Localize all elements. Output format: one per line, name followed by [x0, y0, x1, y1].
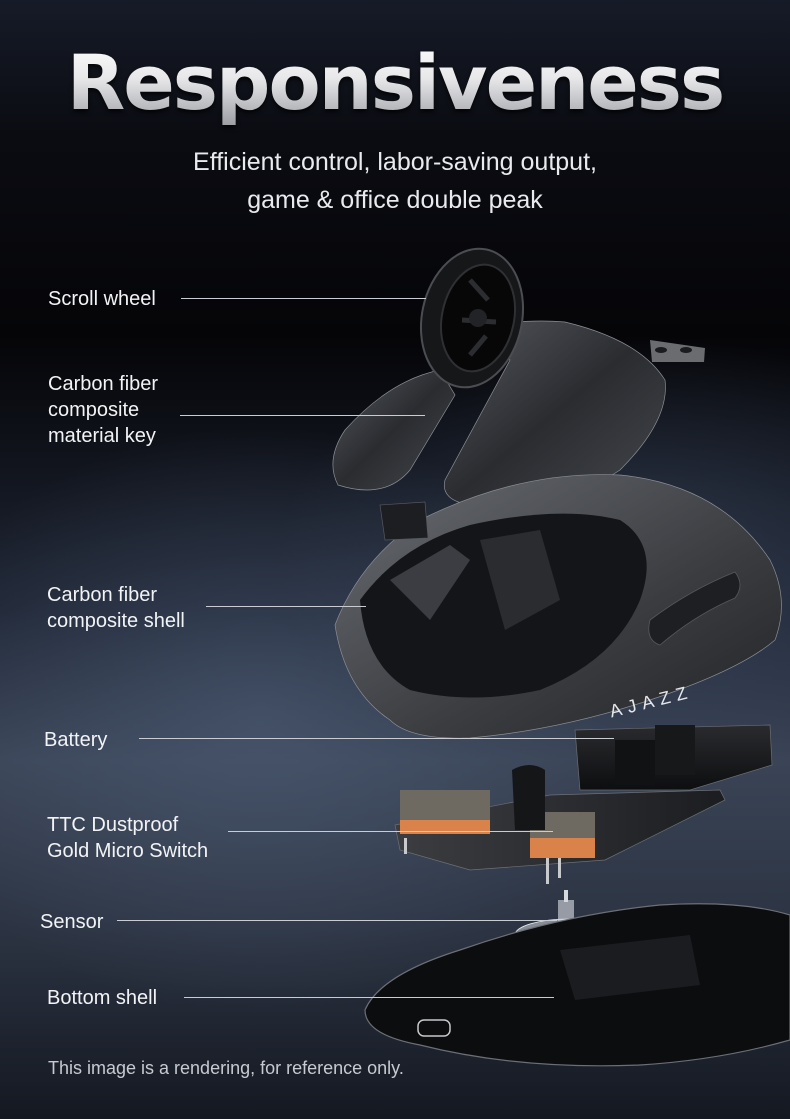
leader-line-battery	[139, 738, 614, 739]
scroll-wheel-part	[419, 247, 525, 389]
bottom-shell-part	[364, 903, 790, 1067]
battery-part	[574, 724, 773, 791]
callout-carbon-fiber-shell: Carbon fiber composite shell	[47, 584, 185, 632]
rear-tab-part	[650, 340, 705, 362]
leader-line-micro-switch	[228, 831, 553, 832]
subtitle-line-1: Efficient control, labor-saving output,	[193, 148, 597, 176]
callout-micro-switch: TTC Dustproof Gold Micro Switch	[47, 814, 209, 862]
leader-line-scroll-wheel	[181, 298, 426, 299]
callout-bottom-shell: Bottom shell	[47, 987, 158, 1009]
callout-battery: Battery	[44, 729, 108, 751]
page-title: Responsiveness	[0, 38, 790, 127]
callout-sensor: Sensor	[40, 911, 104, 933]
callout-scroll-wheel: Scroll wheel	[48, 288, 156, 310]
callout-carbon-fiber-key: Carbon fiber composite material key	[48, 373, 159, 447]
rendering-disclaimer: This image is a rendering, for reference…	[48, 1058, 404, 1078]
leader-line-carbon-fiber-key	[180, 415, 425, 416]
leader-line-carbon-fiber-shell	[206, 606, 366, 607]
subtitle-line-2: game & office double peak	[247, 186, 543, 214]
page-subtitle: Efficient control, labor-saving output, …	[0, 143, 790, 219]
micro-switch-board-part	[394, 765, 726, 884]
carbon-fiber-shell-part	[334, 474, 782, 739]
leader-line-bottom-shell	[184, 997, 554, 998]
leader-line-sensor	[117, 920, 557, 921]
